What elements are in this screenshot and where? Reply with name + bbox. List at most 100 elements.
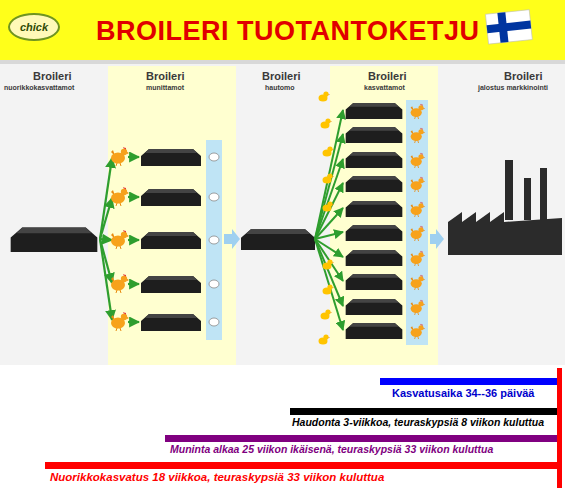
arrow — [128, 283, 139, 285]
background — [0, 0, 565, 365]
chick — [319, 91, 331, 101]
egg-band — [206, 140, 222, 340]
broiler — [411, 275, 425, 290]
column-subheading: hautomo — [265, 84, 295, 92]
column-band — [108, 66, 236, 365]
arrow — [128, 239, 139, 241]
arrow — [315, 239, 343, 306]
column-subheading: kasvattamot — [364, 84, 405, 92]
broiler — [411, 226, 425, 241]
arrow — [315, 239, 343, 330]
chimney — [540, 168, 547, 220]
arrow — [315, 134, 343, 239]
factory-building — [448, 212, 562, 255]
arrow — [315, 159, 343, 239]
broiler-band — [406, 100, 428, 345]
logo-text: chick — [20, 21, 48, 33]
column-heading: Broileri — [33, 70, 72, 82]
header-rule — [0, 60, 565, 64]
broiler — [411, 153, 425, 168]
arrow — [315, 232, 343, 239]
hen — [111, 187, 129, 206]
grow-barn — [346, 250, 403, 266]
flag-field — [485, 10, 532, 44]
timeline-label: Kasvatusaika 34--36 päivää — [392, 387, 534, 399]
timeline-bar — [165, 435, 558, 442]
green-arrows — [315, 110, 343, 330]
column-subheading: nuorikkokasvattamot — [4, 84, 74, 92]
timeline-label: Haudonta 3-viikkoa, teuraskypsiä 8 viiko… — [292, 417, 544, 429]
laying-barn — [141, 314, 201, 331]
column-subheading: munittamot — [146, 84, 184, 92]
timeline-bar — [45, 462, 558, 469]
laying-barn — [141, 232, 201, 249]
broiler — [411, 251, 425, 266]
arrow — [315, 110, 343, 239]
broiler — [411, 300, 425, 315]
laying-barn — [141, 149, 201, 166]
green-arrows — [100, 157, 139, 322]
chick — [321, 118, 333, 128]
arrow — [100, 239, 112, 320]
broiler — [411, 324, 425, 339]
finnish-flag — [485, 10, 532, 44]
column-band — [330, 66, 438, 365]
column-heading: Broileri — [146, 70, 185, 82]
chick — [323, 259, 335, 269]
egg — [209, 280, 219, 288]
factory — [448, 160, 562, 255]
laying-barn — [141, 189, 201, 206]
grow-barn — [346, 201, 403, 217]
egg — [209, 193, 219, 201]
grow-barn — [346, 323, 403, 339]
flag-cross — [487, 21, 532, 34]
grow-barn — [346, 152, 403, 168]
timeline-bar — [290, 408, 558, 415]
column-heading: Broileri — [262, 70, 301, 82]
title: BROILERI TUOTANTOKETJU — [96, 17, 480, 47]
chimney — [505, 160, 513, 220]
chimney — [524, 178, 531, 220]
chick — [321, 309, 333, 319]
broiler — [411, 104, 425, 119]
arrow — [128, 156, 139, 158]
timeline-label: Muninta alkaa 25 viikon ikäisenä, teuras… — [170, 444, 493, 456]
header-band — [0, 0, 565, 60]
parent-barn — [11, 227, 98, 252]
flow-arrow — [224, 229, 240, 249]
hen — [111, 274, 129, 293]
grow-barn — [346, 225, 403, 241]
chick — [319, 334, 331, 344]
arrow — [100, 239, 112, 240]
eggs — [209, 153, 219, 326]
hatchery-barn — [241, 229, 315, 250]
hen — [111, 147, 129, 166]
laying-barn — [141, 276, 201, 293]
arrow — [100, 198, 112, 239]
chick — [323, 284, 335, 294]
chick — [323, 146, 335, 156]
arrow — [128, 321, 139, 323]
chick — [323, 173, 335, 183]
column-subheading: jalostus markkinointi — [478, 84, 548, 92]
egg — [209, 153, 219, 161]
grow-barn — [346, 127, 403, 143]
hen — [111, 312, 129, 331]
column-heading: Broileri — [368, 70, 407, 82]
egg — [209, 318, 219, 326]
column-heading: Broileri — [504, 70, 543, 82]
broiler — [411, 202, 425, 217]
chick — [323, 201, 335, 211]
broiler — [411, 128, 425, 143]
grow-barn — [346, 103, 403, 119]
arrow — [315, 208, 343, 239]
grow-barn — [346, 176, 403, 192]
timeline-bar — [380, 378, 558, 385]
arrow — [100, 158, 112, 239]
hen — [111, 230, 129, 249]
arrow — [315, 183, 343, 239]
flow-arrow — [430, 229, 444, 249]
broiler — [411, 177, 425, 192]
